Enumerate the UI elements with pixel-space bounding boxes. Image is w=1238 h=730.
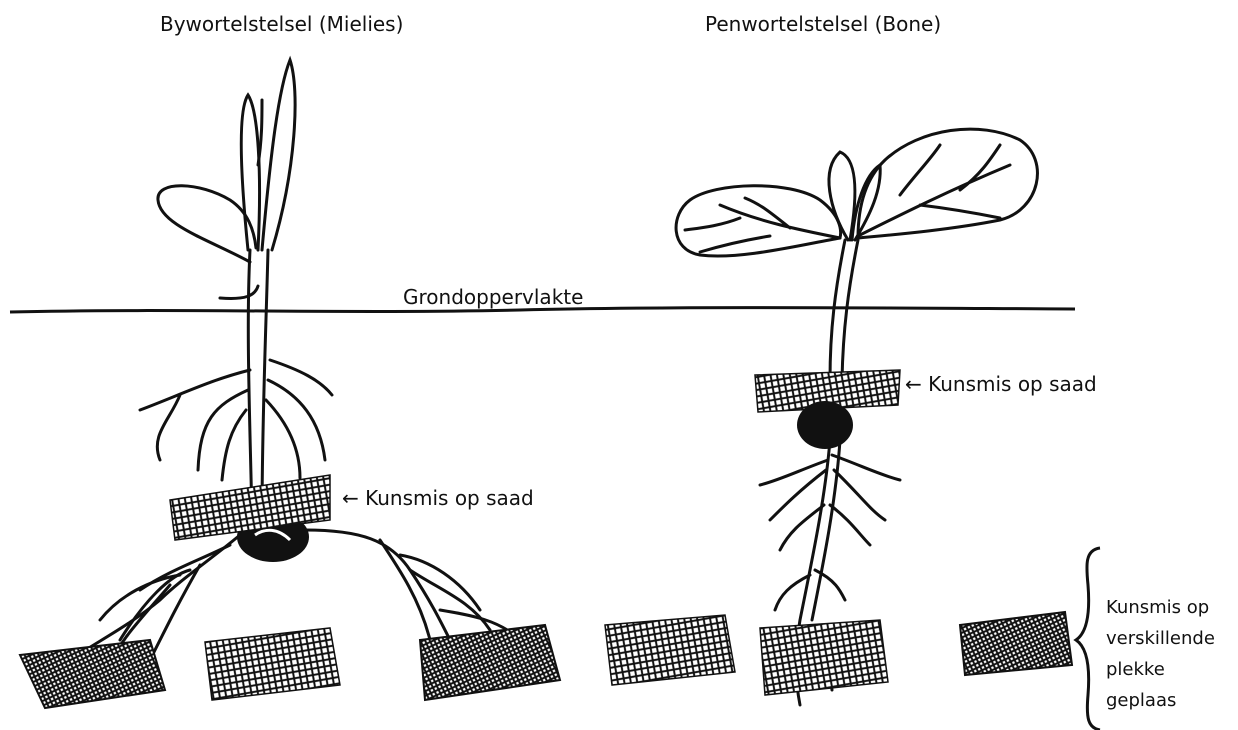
brace-bracket xyxy=(1076,548,1100,730)
note-line: geplaas xyxy=(1106,685,1215,716)
bean-root xyxy=(832,455,900,520)
fertilizer-patch xyxy=(20,640,165,708)
fertilizer-on-seed-label-maize: ← Kunsmis op saad xyxy=(342,488,534,508)
maize-side-leaf xyxy=(158,186,256,262)
fertilizer-patch xyxy=(605,615,735,685)
maize-plant xyxy=(70,60,520,665)
note-line: verskillende xyxy=(1106,623,1215,654)
fertilizer-patches-scattered xyxy=(20,612,1072,708)
fibrous-root-system-title: Bywortelstelsel (Mielies) xyxy=(160,14,403,34)
fertilizer-patch xyxy=(205,628,340,700)
taproot-system-title: Penwortelstelsel (Bone) xyxy=(705,14,941,34)
fertilizer-on-seed-label-bean: ← Kunsmis op saad xyxy=(905,374,1097,394)
fertilizer-patch xyxy=(420,625,560,700)
fertilizer-patch xyxy=(960,612,1072,675)
maize-root xyxy=(305,530,450,640)
bean-left-leaf xyxy=(676,186,841,256)
note-line: Kunsmis op xyxy=(1106,592,1215,623)
ground-surface-label: Grondoppervlakte xyxy=(403,287,583,307)
maize-root xyxy=(270,360,332,395)
maize-root xyxy=(198,390,248,470)
maize-root xyxy=(266,400,300,478)
scattered-fertilizer-note: Kunsmis op verskillende plekke geplaas xyxy=(1106,592,1215,716)
fertilizer-patch xyxy=(760,620,888,695)
bean-plant xyxy=(676,129,1037,705)
note-line: plekke xyxy=(1106,654,1215,685)
maize-stem xyxy=(248,250,252,520)
maize-root xyxy=(140,370,250,460)
maize-leaf xyxy=(262,60,295,250)
bean-seed xyxy=(797,401,853,449)
bean-bud xyxy=(829,152,855,240)
maize-root xyxy=(222,410,246,480)
